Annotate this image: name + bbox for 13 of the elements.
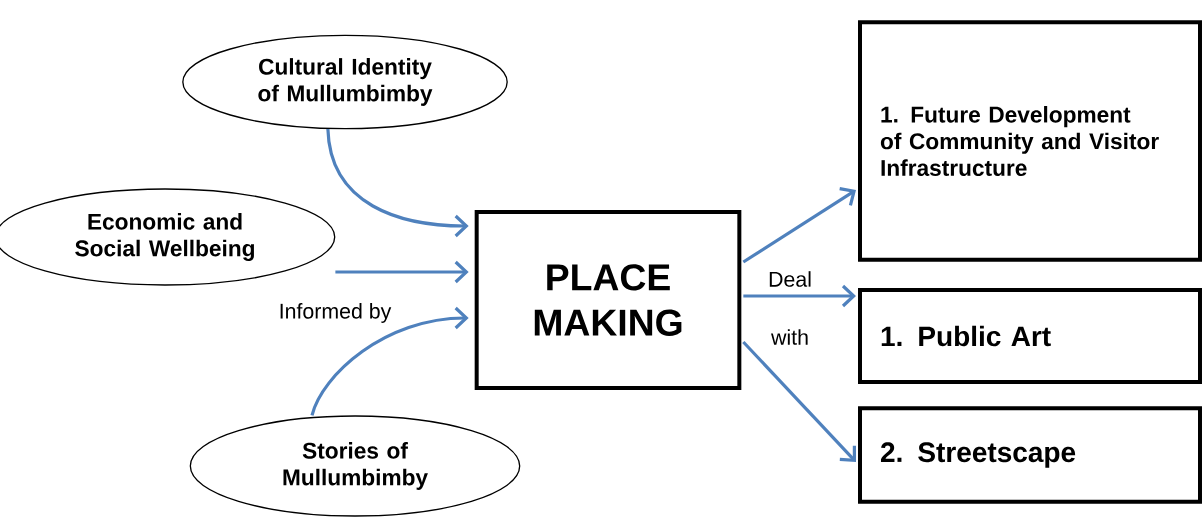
arrow [310, 306, 469, 416]
outcome-box: 1. Future Development of Community and Visitor Infrastructure [858, 20, 1202, 262]
flow-label: Deal [769, 271, 811, 287]
flow-label: with [771, 329, 808, 345]
outcome-box: 1. Public Art [858, 288, 1202, 384]
arrow [743, 284, 856, 308]
arrow [326, 128, 469, 238]
outcome-box: 2. Streetscape [858, 406, 1202, 504]
arrow [742, 187, 856, 264]
arrow [335, 260, 469, 284]
arrow [742, 340, 856, 462]
process-box: PLACE MAKING [474, 210, 742, 390]
flow-label: Informed by [280, 303, 392, 323]
